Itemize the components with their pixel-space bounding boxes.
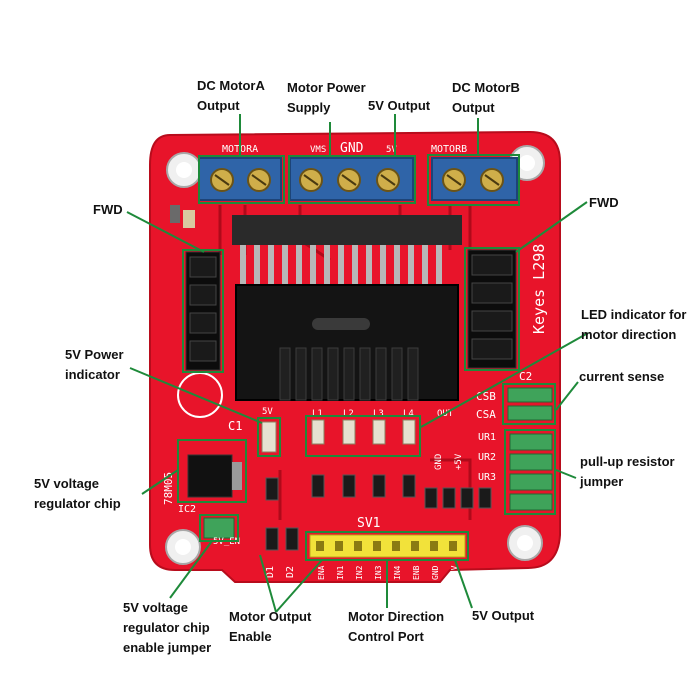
label-dc-motor-b: DC MotorB Output: [452, 78, 520, 118]
pin-label: IN4: [393, 565, 402, 580]
label-motor-power: Motor Power Supply: [287, 78, 366, 118]
silk-gnd2: GND: [434, 454, 444, 470]
label-line: Motor Power: [287, 80, 366, 95]
mounting-holes: [165, 145, 545, 565]
terminal-motor-b: [431, 157, 518, 201]
silk-gnd: GND: [340, 141, 364, 156]
label-motor-output-enable: Motor Output Enable: [229, 607, 311, 647]
silk-sv1: SV1: [357, 516, 380, 531]
pin-label: IN3: [374, 565, 383, 580]
direction-leds: [311, 419, 416, 445]
label-regulator-enable: 5V voltage regulator chip enable jumper: [123, 598, 211, 658]
smd-part: [183, 210, 195, 228]
silk-78m05: 78M05: [162, 472, 175, 505]
silk-c2: C2: [519, 370, 532, 383]
capacitor-c3: [170, 205, 180, 223]
silk-ur3: UR3: [478, 472, 496, 483]
label-line: Motor Direction: [348, 609, 445, 624]
header-pin-labels: ENA IN1 IN2 IN3 IN4 ENB GND +5V: [317, 565, 459, 580]
power-led: [261, 421, 277, 453]
pin-label: +5V: [450, 565, 459, 580]
pin-label: ENA: [317, 565, 326, 580]
resistor-row: [265, 474, 492, 551]
label-line: Control Port: [348, 629, 424, 644]
label-line: enable jumper: [123, 640, 212, 655]
label-line: jumper: [580, 474, 624, 489]
label-line: pull-up resistor: [580, 454, 675, 469]
terminal-power: [289, 157, 414, 201]
pin-label: IN1: [336, 565, 345, 580]
label-line: motor direction: [581, 327, 677, 342]
silk-l3: L3: [373, 409, 384, 419]
label-line: Output: [452, 100, 495, 115]
terminal-motor-a: [198, 157, 282, 201]
label-motor-direction: Motor Direction Control Port: [348, 607, 444, 647]
label-line: 5V voltage: [34, 476, 100, 491]
silk-d1: D1: [265, 566, 276, 578]
label-5v-output-bottom: 5V Output: [472, 608, 535, 623]
silk-5v: 5V: [386, 145, 397, 155]
silk-brand: Keyes L298: [530, 244, 548, 334]
label-led-indicator: LED indicator for motor direction: [581, 305, 686, 345]
label-5v-power-indicator: 5V Power indicator: [65, 345, 124, 385]
annotation-boxes: [177, 154, 556, 561]
pin-label: ENB: [412, 565, 421, 580]
label-line: DC MotorB: [452, 80, 520, 95]
label-line: LED indicator for: [581, 307, 687, 322]
label-pullup-jumper: pull-up resistor jumper: [580, 452, 675, 492]
label-5v-output-top: 5V Output: [368, 98, 431, 113]
annotation-leaders: [126, 114, 589, 613]
pin-label: IN2: [355, 565, 364, 580]
silk-motorb: MOTORB: [431, 144, 467, 155]
silk-d2: D2: [285, 566, 296, 578]
regulator-chip: [187, 454, 233, 498]
silk-csa: CSA: [476, 408, 496, 421]
regulator-tab: [232, 462, 242, 490]
silk-c1: C1: [228, 419, 242, 433]
label-regulator-chip: 5V voltage regulator chip: [34, 474, 121, 514]
control-header: [309, 534, 466, 558]
silk-vms: VMS: [310, 145, 326, 155]
regulator-enable-jumper: [203, 517, 235, 539]
label-dc-motor-a: DC MotorA Output: [197, 76, 265, 116]
silk-csb: CSB: [476, 390, 496, 403]
silk-ur1: UR1: [478, 432, 496, 443]
label-fwd-left: FWD: [93, 202, 123, 217]
label-line: Output: [197, 98, 240, 113]
pin-label: GND: [431, 565, 440, 580]
label-line: regulator chip: [123, 620, 210, 635]
silk-plus5v: +5V: [454, 453, 464, 470]
silk-5v-led: 5V: [262, 407, 273, 417]
silk-l4: L4: [403, 409, 414, 419]
l298-driver-chip: [232, 215, 462, 401]
label-line: DC MotorA: [197, 78, 265, 93]
label-line: indicator: [65, 367, 120, 382]
pullup-jumpers: [509, 433, 553, 511]
silk-ur2: UR2: [478, 452, 496, 463]
silk-ic2: IC2: [178, 504, 196, 515]
label-line: Supply: [287, 100, 331, 115]
label-current-sense: current sense: [579, 369, 665, 384]
label-line: regulator chip: [34, 496, 121, 511]
current-sense-jumpers: [507, 387, 553, 421]
silk-l2: L2: [343, 409, 354, 419]
label-line: Motor Output: [229, 609, 312, 624]
right-jumpers: [467, 249, 517, 369]
label-fwd-right: FWD: [589, 195, 619, 210]
label-line: Enable: [229, 629, 272, 644]
label-line: 5V voltage: [123, 600, 189, 615]
left-jumpers: [185, 251, 221, 371]
silk-l1: L1: [312, 409, 323, 419]
label-line: 5V Power: [65, 347, 124, 362]
